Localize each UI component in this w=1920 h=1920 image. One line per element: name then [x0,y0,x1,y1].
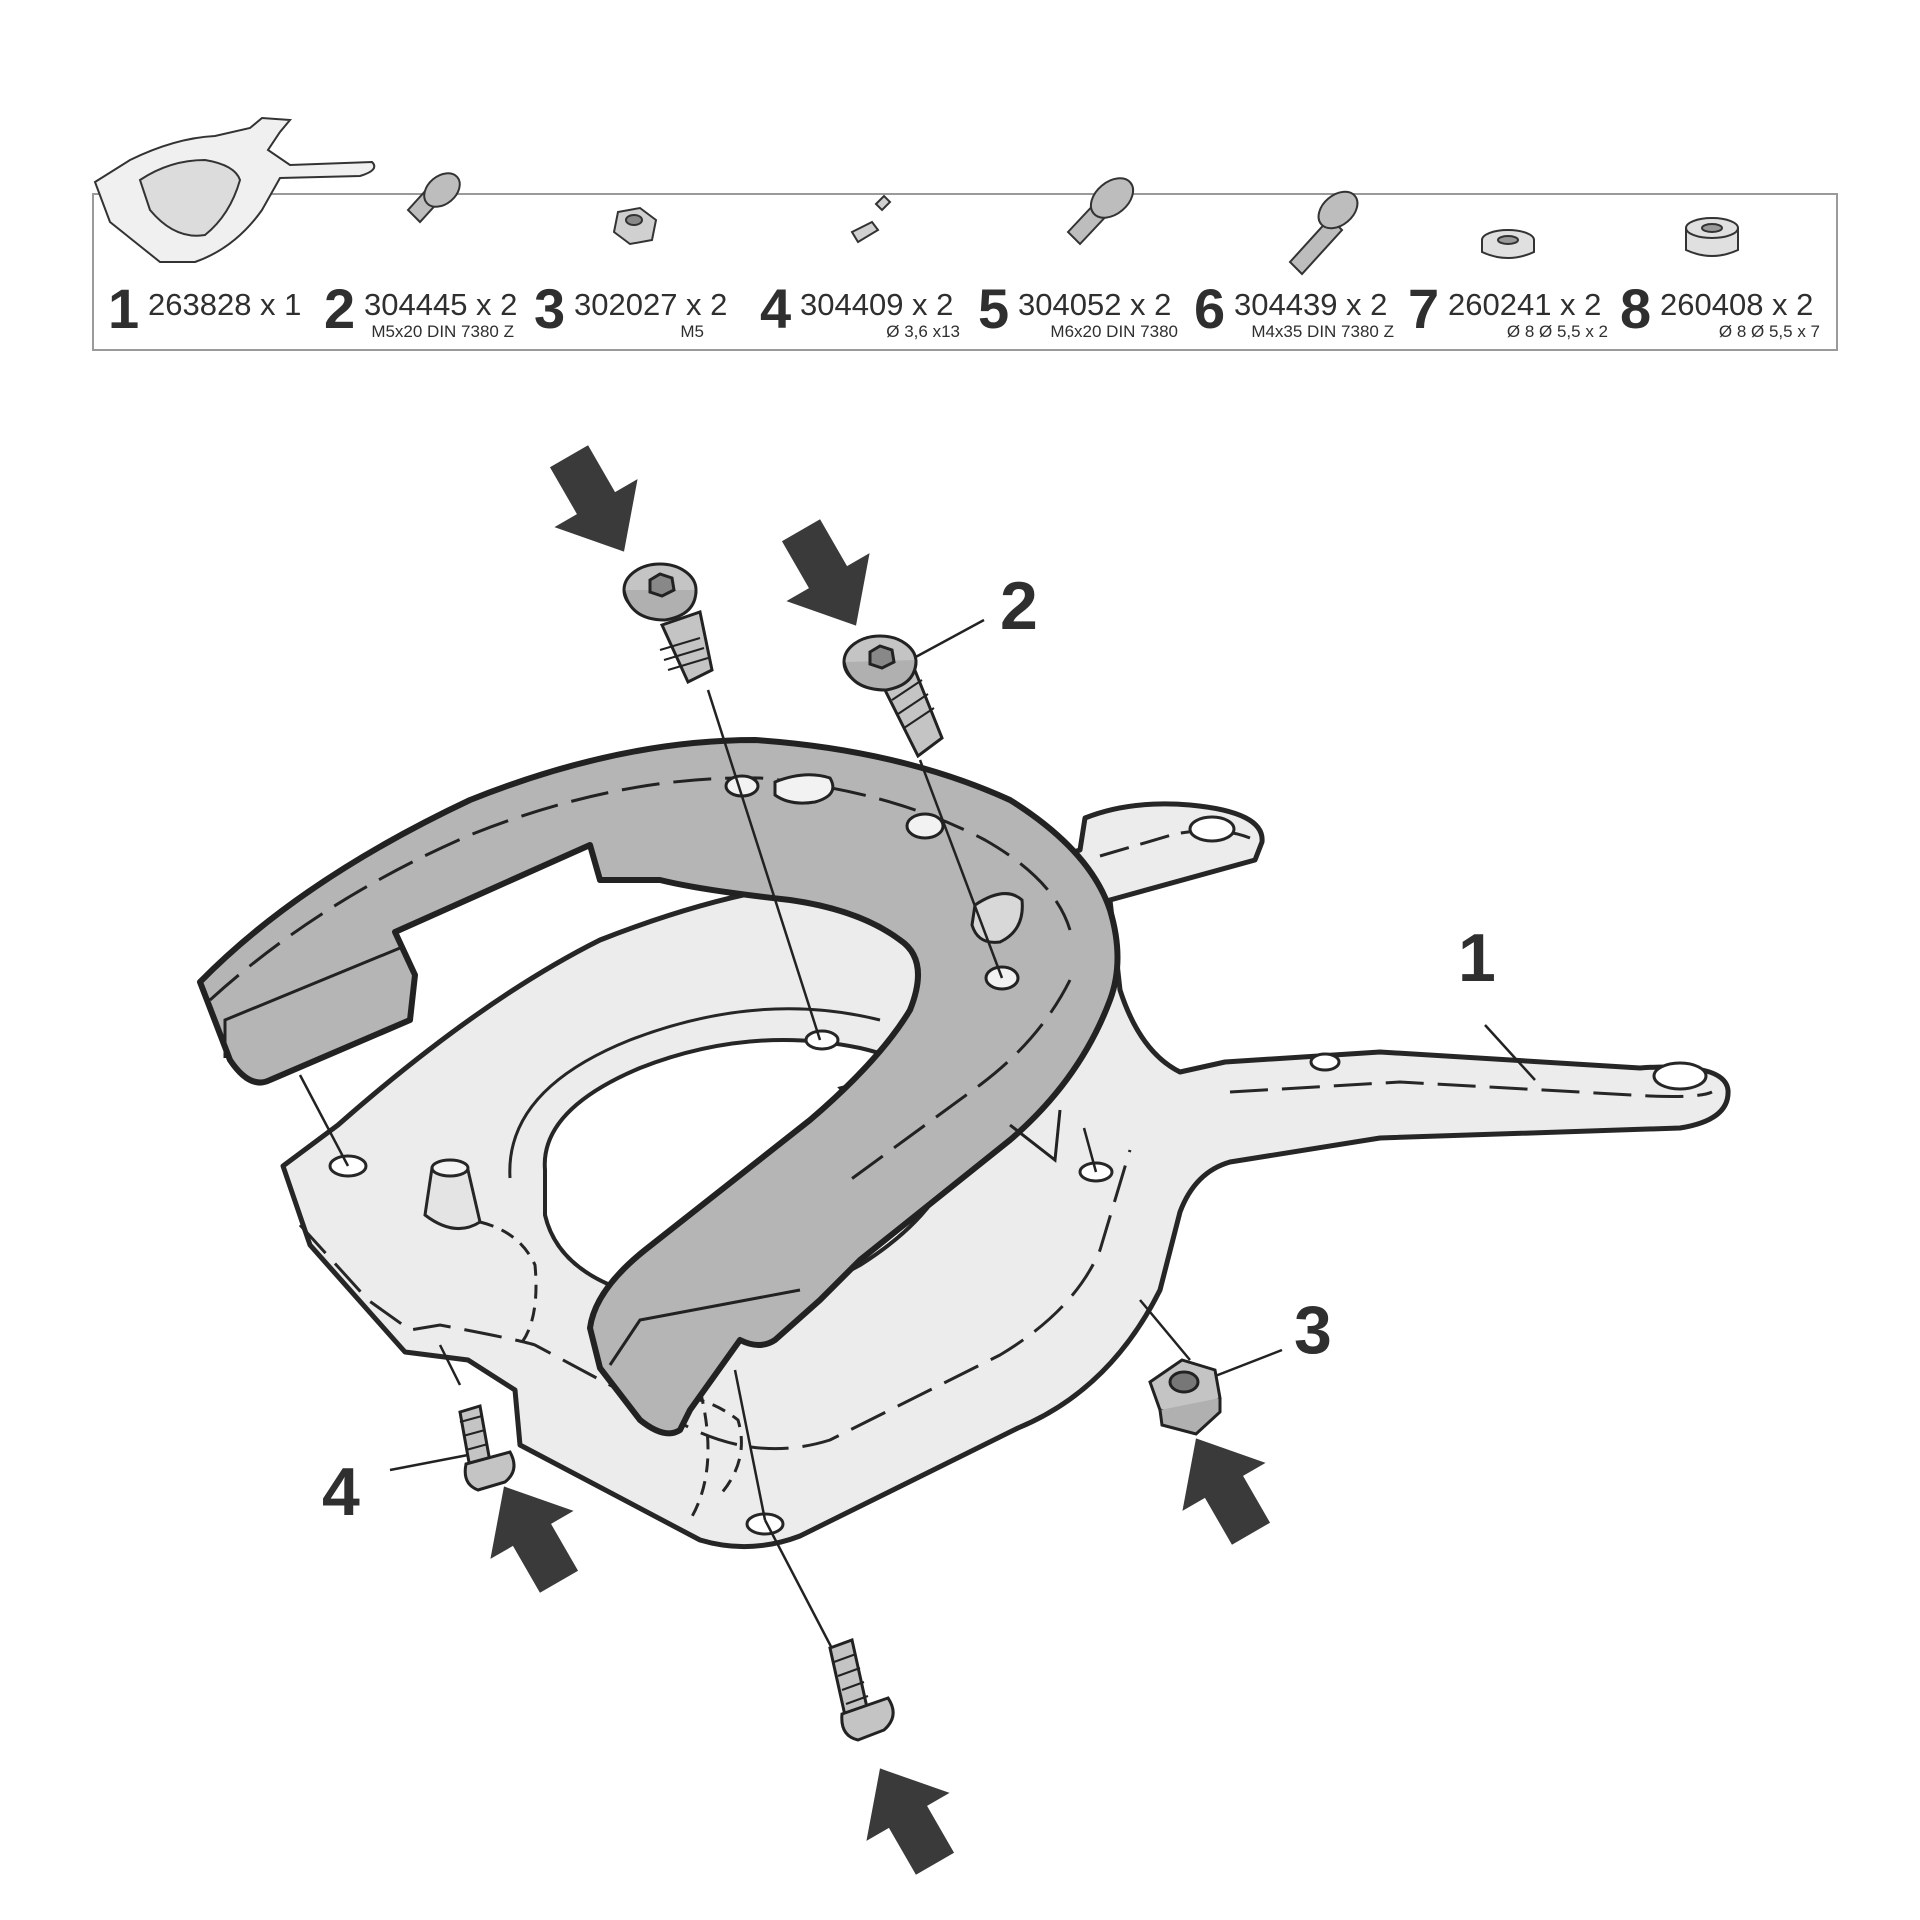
callout-1: 1 [1458,920,1496,996]
part-1: 1 263828 x 1 [108,195,308,353]
part-code: 260241 x 2 [1448,287,1602,322]
slot [905,812,945,840]
thumb-bolt-2-icon [406,172,461,224]
part-code: 304409 x 2 [800,287,954,322]
hole [1652,1061,1708,1091]
thumb-bolt-6-icon [1288,190,1359,276]
callout-4: 4 [322,1454,360,1530]
part-spec: Ø 3,6 x13 [886,322,960,341]
part-code: 304439 x 2 [1234,287,1388,322]
slot [773,773,835,805]
part-number: 5 [978,277,1010,340]
thumb-tapping-screw-icon [850,194,892,244]
part-3: 3 302027 x 2 M5 [534,195,728,353]
part-number: 2 [324,277,356,340]
thumb-plate-icon [93,116,376,263]
bolt-right-icon [842,634,944,759]
u-ring-bracket [197,737,1121,1437]
part-number: 8 [1620,277,1652,340]
arrow-down-right-icon [759,506,898,650]
hole [1188,815,1236,843]
part-spec: Ø 8 Ø 5,5 x 7 [1718,322,1820,341]
part-number: 1 [108,277,140,340]
parts-list: 1 263828 x 1 2 304445 x 2 M5x20 DIN 7380… [92,193,1838,351]
part-spec: M4x35 DIN 7380 Z [1251,322,1394,341]
part-code: 304052 x 2 [1018,287,1172,322]
tapping-screw-left-icon [458,1404,516,1492]
arrow-up-nut-icon [1154,1414,1293,1558]
part-2: 2 304445 x 2 M5x20 DIN 7380 Z [324,195,518,353]
part-6: 6 304439 x 2 M4x35 DIN 7380 Z [1194,195,1394,353]
part-number: 3 [534,277,566,340]
part-spec: M5 [680,322,704,341]
part-7: 7 260241 x 2 Ø 8 Ø 5,5 x 2 [1408,195,1608,353]
thumb-spacer-7-icon [1481,229,1535,259]
bolt-left-icon [622,562,714,685]
tapping-screw-bottom-icon [828,1638,895,1742]
part-spec: Ø 8 Ø 5,5 x 2 [1506,322,1608,341]
callout-3: 3 [1294,1292,1332,1368]
part-5: 5 304052 x 2 M6x20 DIN 7380 [978,195,1178,353]
thumb-nut-icon [612,206,658,246]
nut-icon [1148,1358,1222,1436]
part-number: 7 [1408,277,1440,340]
callout-2: 2 [1000,568,1038,644]
part-code: 304445 x 2 [364,287,518,322]
thumb-spacer-8-icon [1685,217,1739,257]
part-number: 4 [760,277,792,340]
arrow-up-bottom-screw-icon [838,1744,977,1888]
part-number: 6 [1194,277,1226,340]
part-8: 8 260408 x 2 Ø 8 Ø 5,5 x 7 [1620,195,1820,353]
arrow-down-left-icon [527,432,666,576]
part-4: 4 304409 x 2 Ø 3,6 x13 [760,195,960,353]
part-spec: M6x20 DIN 7380 [1050,322,1178,341]
part-code: 302027 x 2 [574,287,728,322]
part-spec: M5x20 DIN 7380 Z [371,322,514,341]
thumb-bolt-5-icon [1066,177,1135,246]
hole [804,1029,840,1051]
hole [1309,1052,1341,1072]
part-code: 263828 x 1 [148,287,302,322]
part-code: 260408 x 2 [1660,287,1814,322]
